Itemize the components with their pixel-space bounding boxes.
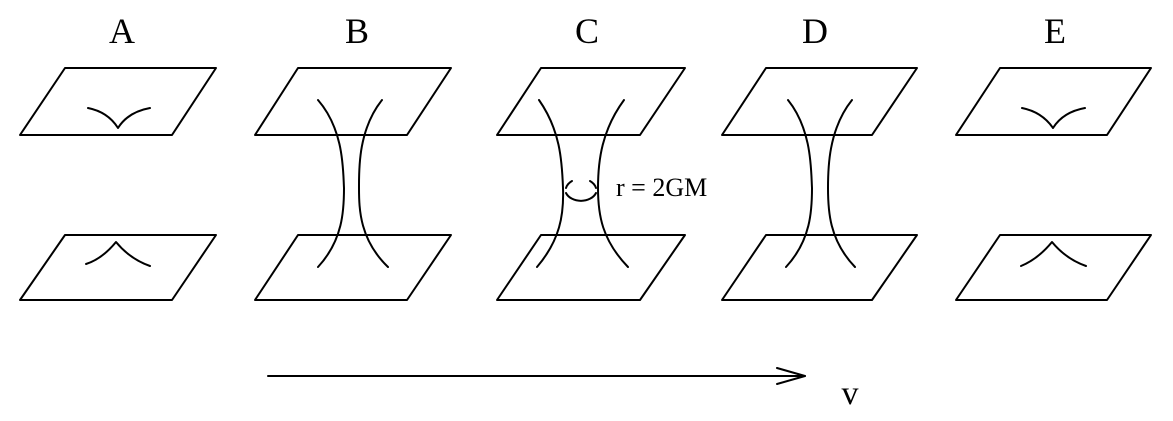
panel-c: C r = 2GM: [496, 11, 707, 301]
panel-d: D: [721, 11, 918, 301]
panel-c-throat-right-wall: [597, 99, 629, 268]
horizon-radius-annotation: r = 2GM: [616, 173, 707, 202]
panel-a-lower-dimple: [85, 241, 151, 267]
panel-a-upper-dimple: [87, 107, 151, 129]
panel-b-upper-sheet: [254, 67, 452, 136]
panel-b-throat-left-wall: [317, 99, 345, 268]
panel-e-upper-sheet: [955, 67, 1152, 136]
panel-d-upper-sheet: [721, 67, 918, 136]
panel-b-lower-sheet: [254, 234, 452, 301]
panel-c-upper-sheet: [496, 67, 686, 136]
panel-d-throat-right-wall: [827, 99, 856, 268]
panel-a-upper-sheet: [19, 67, 217, 136]
panel-b: B: [254, 11, 452, 301]
panel-e-upper-dimple: [1021, 107, 1086, 129]
panel-a-lower-sheet: [19, 234, 217, 301]
panel-d-throat-left-wall: [785, 99, 813, 268]
horizon-circle-front: [565, 192, 597, 202]
panel-c-lower-sheet: [496, 234, 686, 301]
panel-a: A: [19, 11, 217, 301]
panel-c-label: C: [575, 11, 599, 51]
panel-e-lower-dimple: [1020, 241, 1087, 267]
time-axis-arrowhead: [776, 367, 806, 385]
time-axis: v: [267, 367, 859, 412]
panel-b-label: B: [345, 11, 369, 51]
panel-d-lower-sheet: [721, 234, 918, 301]
panel-d-label: D: [802, 11, 828, 51]
panel-e-label: E: [1044, 11, 1066, 51]
panel-a-label: A: [109, 11, 135, 51]
horizon-circle-back-right: [589, 180, 597, 189]
horizon-circle-back-left: [565, 180, 573, 189]
panel-e-lower-sheet: [955, 234, 1152, 301]
panel-c-throat-left-wall: [536, 99, 565, 268]
panel-e: E: [955, 11, 1152, 301]
time-axis-label: v: [842, 375, 859, 412]
panel-b-throat-right-wall: [357, 99, 389, 268]
